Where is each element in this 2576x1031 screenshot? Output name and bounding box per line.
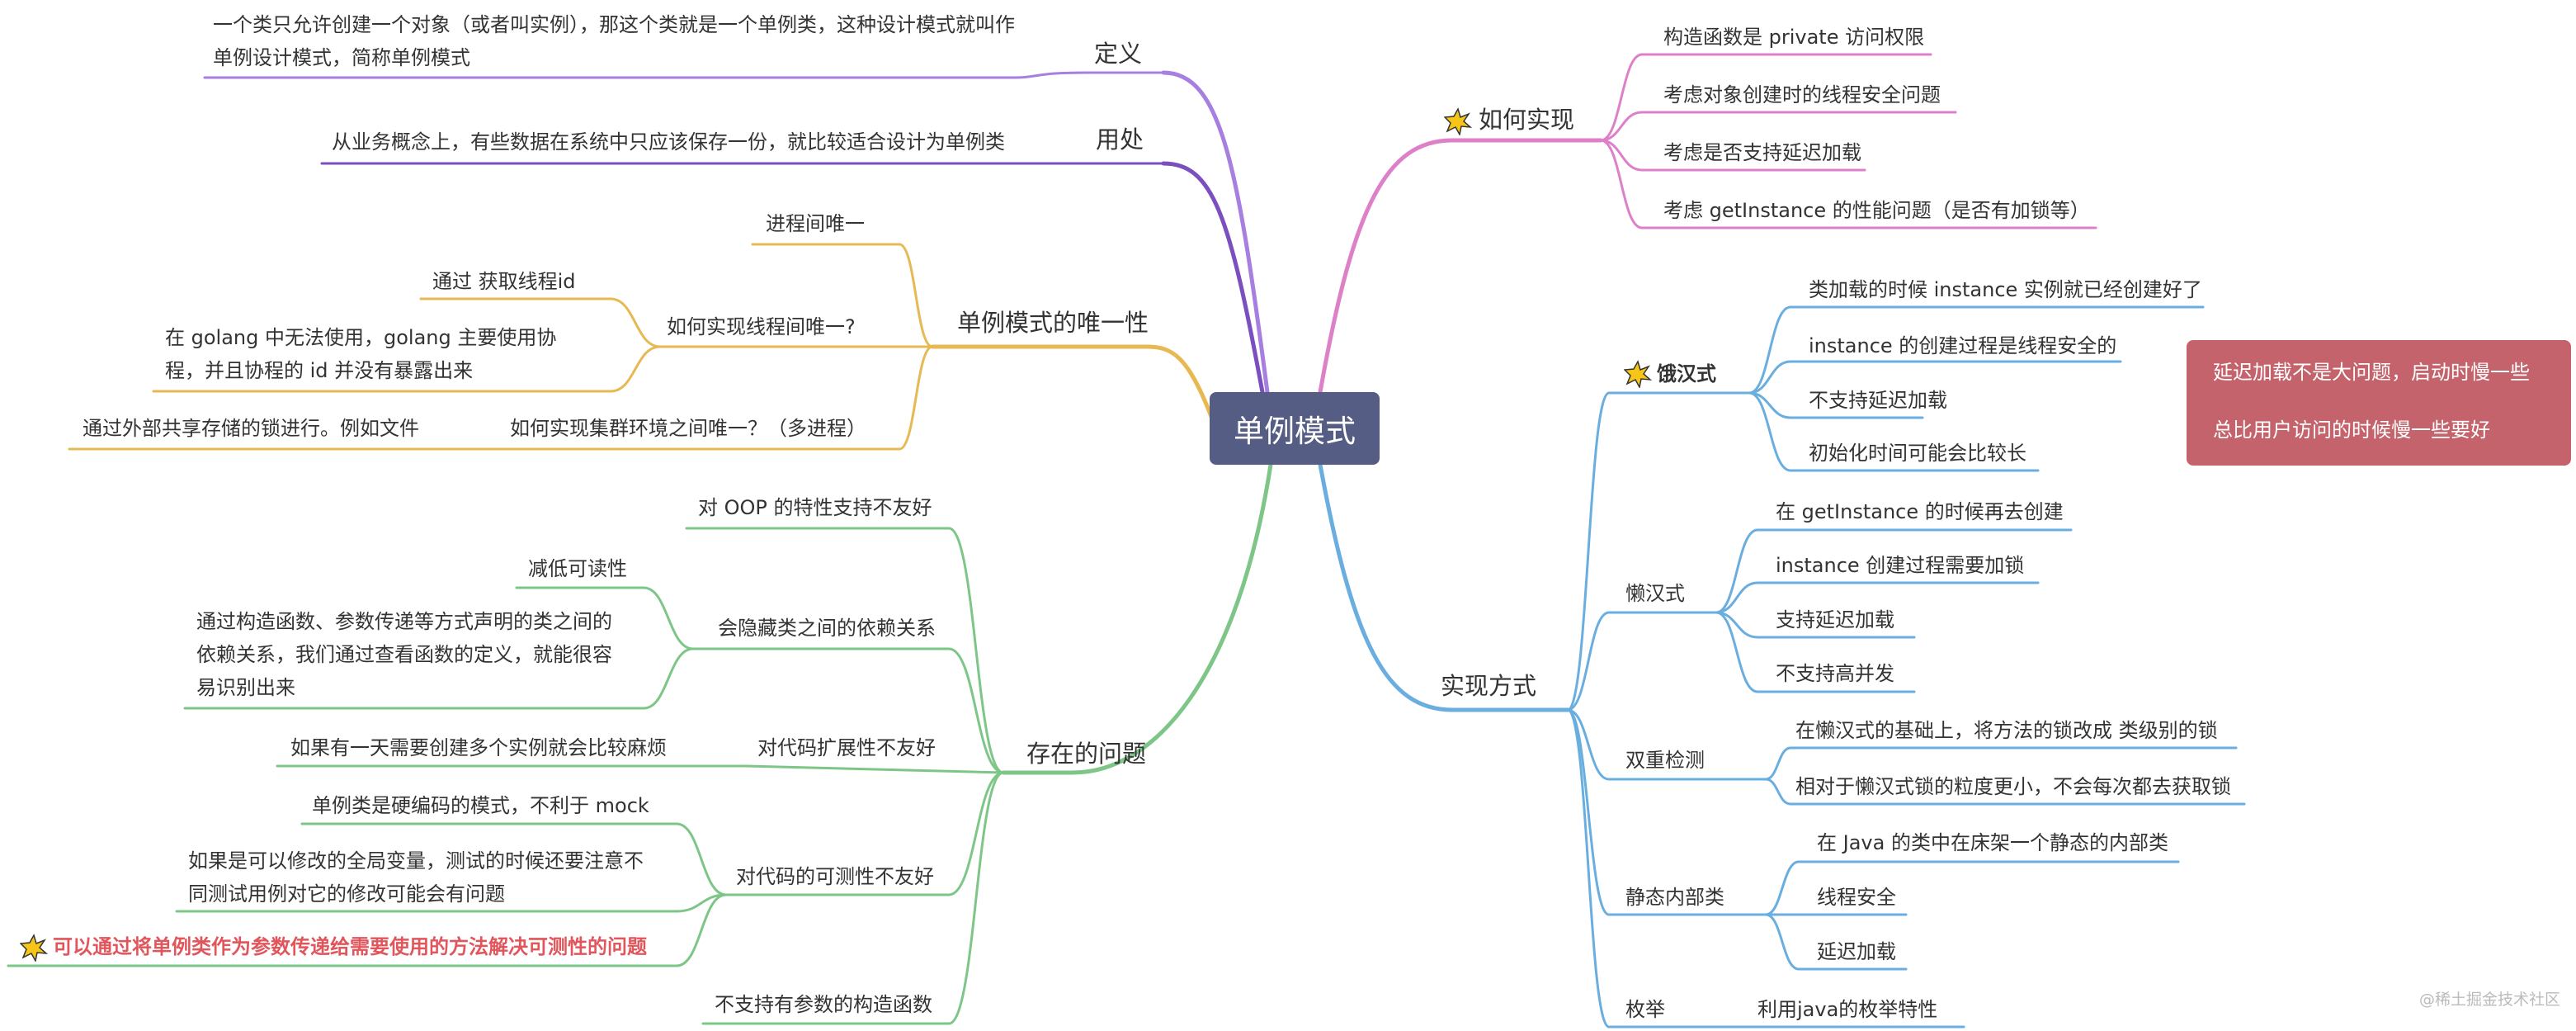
connector-line bbox=[609, 297, 662, 348]
definition-label[interactable]: 定义 bbox=[1094, 40, 1143, 68]
star-icon bbox=[1624, 360, 1652, 388]
connector-line bbox=[947, 771, 1005, 896]
impl-lazy-item: instance 创建过程需要加锁 bbox=[1776, 554, 2025, 577]
connector-line bbox=[1599, 139, 1644, 172]
impl-lazy-item: 在 getInstance 的时候再去创建 bbox=[1776, 500, 2064, 523]
impl-static-item: 线程安全 bbox=[1817, 886, 1896, 909]
problem-dependency: 会隐藏类之间的依赖关系 bbox=[718, 617, 936, 640]
connector-line bbox=[1715, 581, 1759, 614]
uniqueness-process: 进程间唯一 bbox=[766, 212, 865, 235]
connector-line bbox=[930, 344, 1215, 423]
problem-dependency-item: 通过构造函数、参数传递等方式声明的类之间的依赖关系，我们通过查看函数的定义，就能… bbox=[196, 610, 612, 699]
uniqueness-cluster-question: 如何实现集群环境之间唯一？（多进程） bbox=[510, 417, 866, 440]
connector-line bbox=[1715, 611, 1759, 693]
connector-line bbox=[203, 71, 1165, 79]
connector-line bbox=[1566, 708, 1611, 781]
connector-line bbox=[1599, 139, 1644, 229]
connector-line bbox=[947, 771, 1005, 1025]
usage-text: 从业务概念上，有些数据在系统中只应该保存一份，就比较适合设计为单例类 bbox=[332, 130, 1005, 154]
impl-lazy-item: 支持延迟加载 bbox=[1776, 608, 1894, 631]
problem-testability-item: 单例类是硬编码的模式，不利于 mock bbox=[312, 794, 649, 817]
impl-enum-label[interactable]: 枚举 bbox=[1625, 998, 1665, 1021]
connector-line bbox=[1748, 305, 1792, 395]
problem-testability-highlight: 可以通过将单例类作为参数传递给需要使用的方法解决可测性的问题 bbox=[53, 935, 647, 958]
impl-eager-item: instance 的创建过程是线程安全的 bbox=[1809, 334, 2117, 357]
impl-dcl-item: 在懒汉式的基础上，将方法的锁改成 类级别的锁 bbox=[1795, 719, 2218, 742]
impl-eager-item: 不支持延迟加载 bbox=[1809, 389, 1947, 412]
connector-line bbox=[675, 822, 728, 896]
connector-line bbox=[898, 243, 934, 348]
connector-line bbox=[1318, 138, 1603, 395]
connector-line bbox=[1715, 528, 1759, 614]
watermark: @稀土掘金技术社区 bbox=[2419, 991, 2561, 1009]
connector-line bbox=[642, 647, 695, 710]
connector-line bbox=[1748, 391, 1792, 472]
problem-extension-item: 如果有一天需要创建多个实例就会比较麻烦 bbox=[290, 736, 667, 759]
impl-eager-item: 初始化时间可能会比较长 bbox=[1809, 442, 2026, 465]
root-node[interactable]: 单例模式 bbox=[1210, 392, 1380, 465]
impl-lazy-item: 不支持高并发 bbox=[1776, 662, 1894, 685]
connector-line bbox=[1161, 161, 1265, 395]
problem-testability: 对代码的可测性不友好 bbox=[736, 865, 934, 888]
problem-testability-item: 如果是可以修改的全局变量，测试的时候还要注意不同测试用例对它的修改可能会有问题 bbox=[188, 849, 644, 906]
how-item: 考虑是否支持延迟加载 bbox=[1663, 141, 1861, 164]
callout-note: 延迟加载不是大问题，启动时慢一些总比用户访问的时候慢一些要好 bbox=[2187, 340, 2571, 466]
uniqueness-thread-question: 如何实现线程间唯一? bbox=[667, 315, 856, 338]
connector-line bbox=[1001, 462, 1273, 775]
problem-extension: 对代码扩展性不友好 bbox=[757, 736, 936, 759]
connector-line bbox=[1764, 860, 1800, 916]
connector-line bbox=[1599, 53, 1644, 142]
connector-line bbox=[675, 893, 728, 967]
impl-lazy-label[interactable]: 懒汉式 bbox=[1625, 582, 1685, 605]
impl-dcl-label[interactable]: 双重检测 bbox=[1625, 749, 1705, 772]
connector-line bbox=[1161, 70, 1270, 395]
star-icon bbox=[1444, 107, 1472, 135]
uniqueness-cluster-answer: 通过外部共享存储的锁进行。例如文件 bbox=[83, 417, 419, 440]
impl-static-item: 在 Java 的类中在床架一个静态的内部类 bbox=[1817, 831, 2168, 854]
how-label[interactable]: 如何实现 bbox=[1479, 106, 1575, 134]
definition-text: 一个类只允许创建一个对象（或者叫实例），那这个类就是一个单例类，这种设计模式就叫… bbox=[213, 13, 1015, 69]
connector-line bbox=[1566, 708, 1611, 1029]
connector-line bbox=[1599, 111, 1644, 142]
connector-line bbox=[1764, 778, 1792, 806]
connector-line bbox=[1764, 913, 1800, 971]
connector-line bbox=[642, 586, 695, 650]
impl-enum-item: 利用java的枚举特性 bbox=[1757, 998, 1938, 1021]
impl-eager-item: 类加载的时候 instance 实例就已经创建好了 bbox=[1809, 278, 2202, 301]
how-item: 考虑 getInstance 的性能问题（是否有加锁等） bbox=[1663, 199, 2090, 222]
uniqueness-label[interactable]: 单例模式的唯一性 bbox=[957, 309, 1149, 337]
connector-line bbox=[1566, 391, 1611, 712]
impl-dcl-item: 相对于懒汉式锁的粒度更小，不会每次都去获取锁 bbox=[1795, 775, 2231, 798]
connector-line bbox=[1764, 746, 1792, 781]
connector-line bbox=[1748, 360, 1792, 395]
impl-eager-label[interactable]: 饿汉式 bbox=[1657, 362, 1716, 385]
star-icon bbox=[20, 934, 48, 962]
impl-static-label[interactable]: 静态内部类 bbox=[1625, 886, 1724, 909]
impl-label[interactable]: 实现方式 bbox=[1441, 672, 1537, 700]
uniqueness-thread-item: 在 golang 中无法使用，golang 主要使用协程，并且协程的 id 并没… bbox=[165, 326, 557, 382]
problems-label[interactable]: 存在的问题 bbox=[1026, 740, 1147, 768]
uniqueness-thread-item: 通过 获取线程id bbox=[432, 270, 576, 293]
problem-no-param-constructor: 不支持有参数的构造函数 bbox=[715, 993, 932, 1016]
how-item: 构造函数是 private 访问权限 bbox=[1663, 26, 1925, 49]
connector-line bbox=[1566, 611, 1611, 712]
connector-line bbox=[898, 345, 934, 451]
problem-oop: 对 OOP 的特性支持不友好 bbox=[698, 496, 932, 519]
impl-static-item: 延迟加载 bbox=[1817, 940, 1896, 963]
connector-line bbox=[947, 647, 1005, 774]
connector-line bbox=[947, 527, 1005, 774]
problem-dependency-item: 减低可读性 bbox=[528, 557, 627, 580]
connector-line bbox=[744, 764, 1005, 774]
usage-label[interactable]: 用处 bbox=[1096, 125, 1144, 154]
how-item: 考虑对象创建时的线程安全问题 bbox=[1663, 83, 1941, 106]
connector-line bbox=[609, 345, 662, 393]
connector-line bbox=[1318, 462, 1570, 712]
